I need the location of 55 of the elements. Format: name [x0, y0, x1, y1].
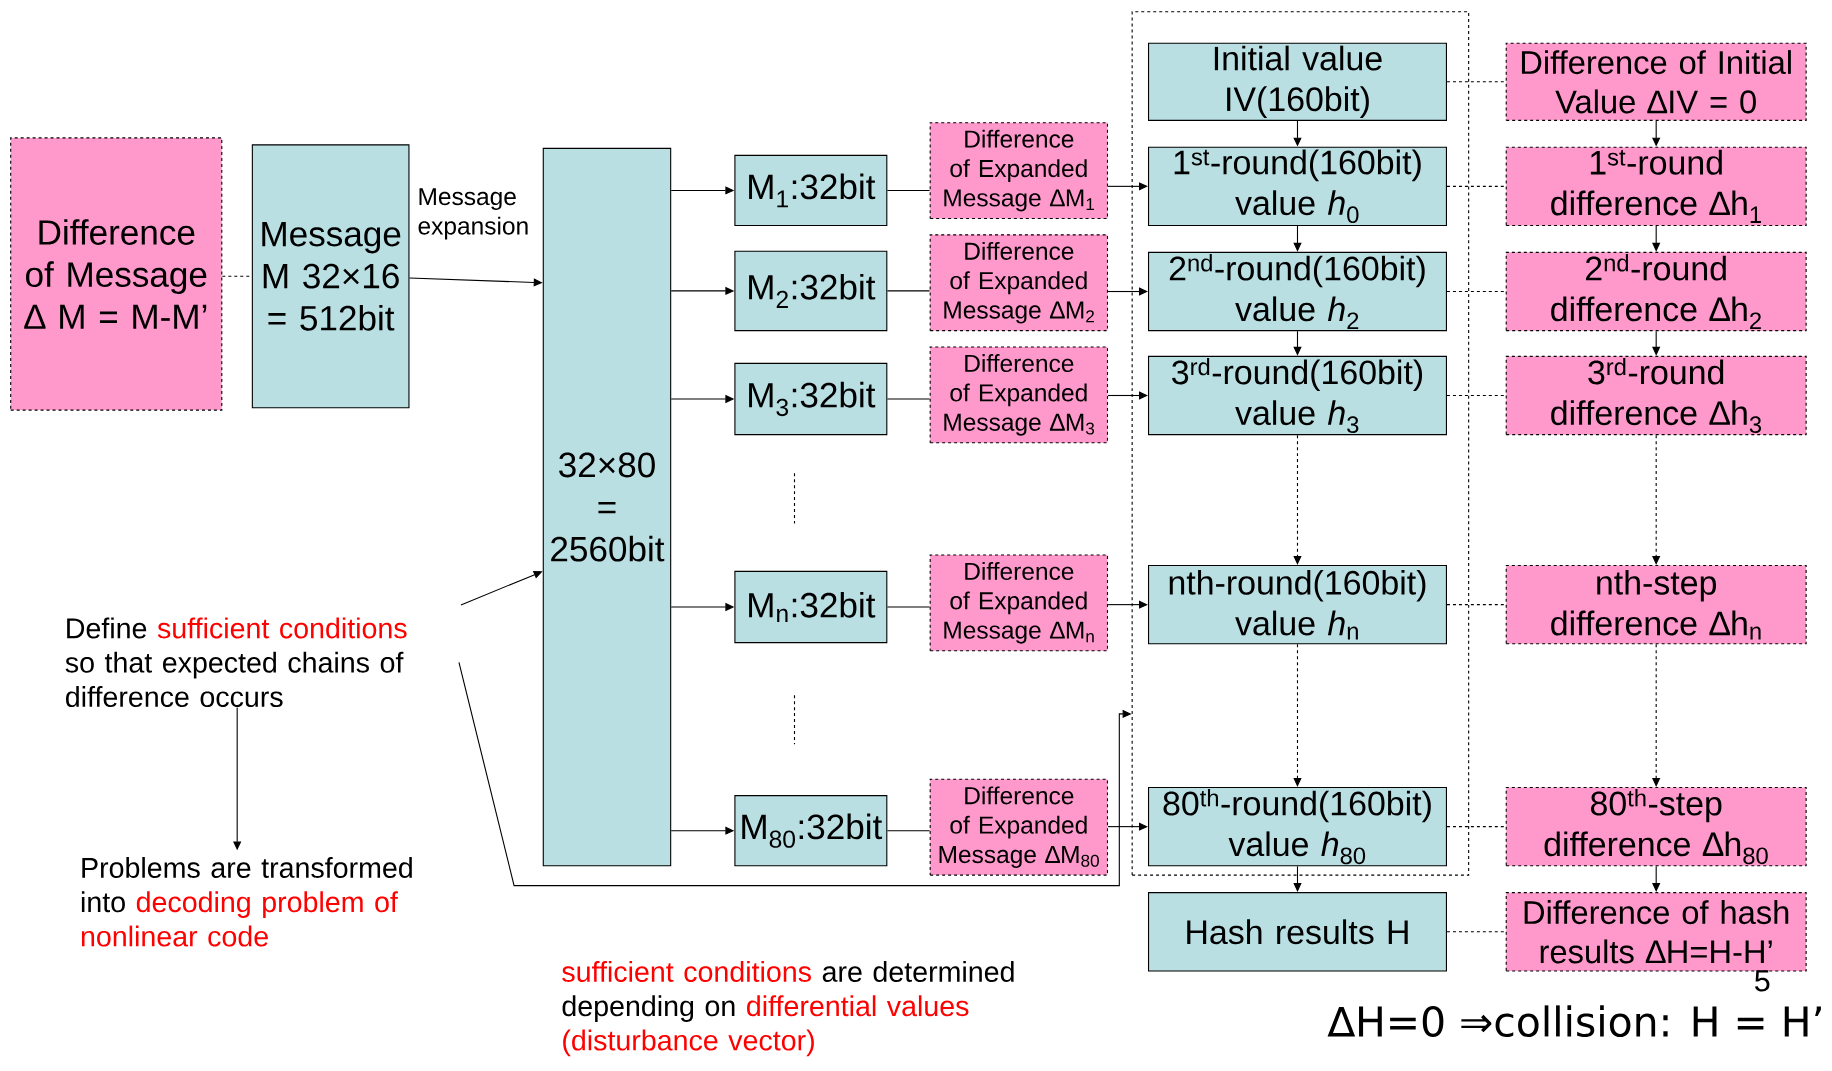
collision-formula: ∆H=0 ⇒collision: H = H’	[1327, 1005, 1821, 1037]
arrow	[1107, 287, 1148, 296]
difference-box: Difference of Expanded Message ∆M$_{2}$	[929, 234, 1109, 332]
round-box: 80$^{th}$-round(160bit) value h$_{80}$	[1148, 786, 1447, 867]
edge-label: Message expansion	[418, 188, 528, 240]
connector-line	[1446, 394, 1507, 397]
page-number: 5	[1755, 970, 1770, 992]
connector-line	[886, 290, 931, 292]
dashed-frame	[1131, 11, 1470, 876]
connector-line	[886, 189, 931, 191]
label: depending on	[562, 995, 735, 1022]
note-text: Define sufficient conditions so that expected chains of difference occurs	[65, 617, 407, 708]
message-box: Message M 32×16 = 512bit	[251, 144, 410, 409]
connector-line	[1446, 290, 1507, 293]
note-text: sufficient conditions are determined depending on differential values (disturbance vector)	[562, 960, 1014, 1057]
difference-box: nth-step difference ∆h$_{n}$	[1505, 564, 1807, 645]
word-box: M$_{n}$:32bit	[734, 570, 888, 644]
difference-box: Difference of Message ∆ M = M-M’	[10, 137, 223, 411]
connector-line	[886, 606, 931, 608]
difference-box: 3$^{rd}$-round difference ∆h$_{3}$	[1505, 355, 1807, 436]
connector-line	[886, 398, 931, 400]
word-box: M$_{2}$:32bit	[734, 250, 888, 332]
arrow	[1293, 434, 1302, 565]
expanded-message-box: 32×80 = 2560bit	[542, 147, 672, 867]
difference-box: Difference of Initial Value ∆IV = 0	[1505, 42, 1807, 121]
hash-box: Hash results H	[1148, 892, 1447, 972]
difference-box: Difference of Expanded Message ∆M$_{3}$	[929, 346, 1109, 444]
connector-line	[886, 830, 931, 832]
difference-box: Difference of Expanded Message ∆M$_{80}$	[929, 778, 1109, 876]
label: differential values	[747, 995, 969, 1017]
word-box: M$_{1}$:32bit	[734, 154, 888, 227]
note-text: Problems are transformed into decoding problem of nonlinear code	[81, 857, 412, 947]
word-box: M$_{80}$:32bit	[734, 795, 888, 867]
round-box: nth-round(160bit) value h$_{n}$	[1148, 564, 1447, 645]
arrow	[1107, 391, 1148, 400]
arrow	[1293, 643, 1302, 787]
round-box: 3$^{rd}$-round(160bit) value h$_{3}$	[1148, 355, 1447, 436]
connector-line	[1446, 826, 1507, 828]
word-box: M$_{3}$:32bit	[734, 362, 888, 436]
difference-box: 80$^{th}$-step difference ∆h$_{80}$	[1505, 786, 1807, 867]
arrow	[1652, 643, 1661, 787]
arrow	[1107, 822, 1148, 831]
label: (disturbance vector)	[563, 1029, 814, 1057]
arrow	[1107, 182, 1148, 191]
arrow	[1652, 434, 1661, 565]
arrow	[1107, 600, 1148, 609]
value-box: Initial value IV(160bit)	[1148, 42, 1447, 121]
label: are determined	[822, 960, 1014, 982]
difference-box: Difference of Expanded Message ∆M$_{n}$	[929, 554, 1109, 652]
connector-line	[1446, 185, 1507, 187]
label: sufficient conditions	[562, 960, 811, 982]
connector-line	[1446, 931, 1507, 933]
connector-line	[1446, 604, 1507, 606]
difference-box: Difference of Expanded Message ∆M$_{1}$	[929, 122, 1109, 220]
connector-line	[1446, 81, 1507, 83]
